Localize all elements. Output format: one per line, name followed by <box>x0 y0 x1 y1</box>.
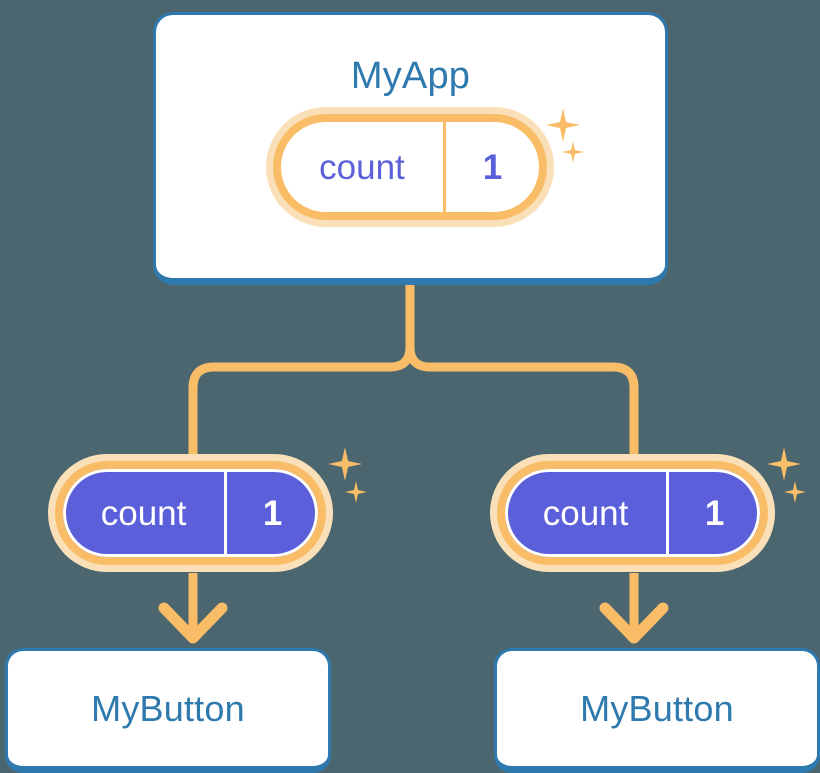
branch-line-left <box>188 280 415 467</box>
sparkle-large-icon <box>767 447 801 481</box>
sparkle-small-icon <box>345 481 367 503</box>
state-pill-root-body: count 1 <box>273 114 547 220</box>
component-card-myapp[interactable]: MyApp <box>153 12 668 285</box>
sparkle-large-icon <box>328 447 362 481</box>
page-title: MyApp <box>350 55 471 97</box>
state-key-label: count <box>319 147 405 187</box>
state-pill-root[interactable]: count 1 <box>266 107 554 227</box>
state-value-label: 1 <box>224 469 318 557</box>
state-pill-consumer-left-body: count 1 <box>55 461 326 565</box>
sparkle-small-icon <box>784 481 806 503</box>
component-title: MyButton <box>91 687 245 729</box>
component-card-mybutton-left[interactable]: MyButton <box>5 648 331 773</box>
component-title: MyButton <box>580 687 734 729</box>
arrow-down-icon-right <box>599 573 669 644</box>
state-key-label: count <box>542 493 629 533</box>
state-pill-consumer-right-body: count 1 <box>497 461 768 565</box>
state-pill-consumer-left[interactable]: count 1 <box>48 454 333 572</box>
component-card-mybutton-right[interactable]: MyButton <box>494 648 820 773</box>
state-pill-consumer-right[interactable]: count 1 <box>490 454 775 572</box>
arrow-down-icon-left <box>158 573 228 644</box>
branch-line-right <box>405 280 639 467</box>
state-value-label: 1 <box>666 469 760 557</box>
state-value-label: 1 <box>442 122 539 212</box>
state-key-label: count <box>100 493 187 533</box>
